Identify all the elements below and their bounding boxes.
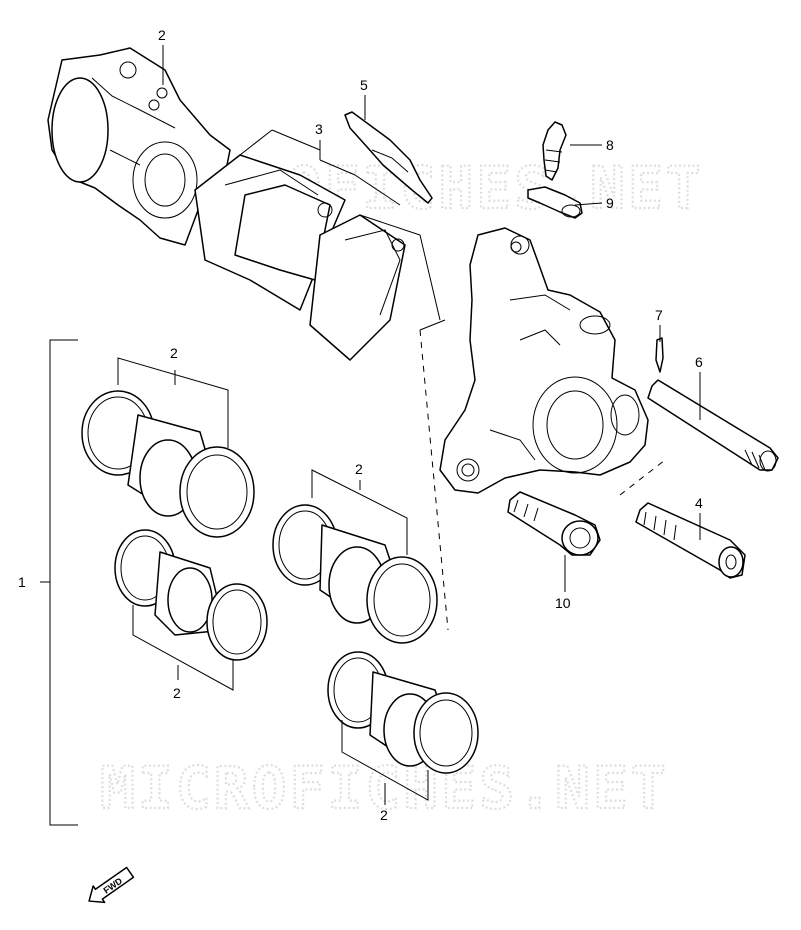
callout-7: 7 bbox=[655, 307, 663, 323]
callout-4: 4 bbox=[695, 495, 703, 511]
fwd-direction-arrow: FWD bbox=[88, 866, 135, 904]
callout-2-bottom: 2 bbox=[380, 807, 388, 823]
mounting-bolt bbox=[635, 502, 746, 579]
retaining-clip-pin bbox=[655, 337, 664, 373]
callout-6: 6 bbox=[695, 354, 703, 370]
callout-8: 8 bbox=[606, 137, 614, 153]
callout-2-caliper: 2 bbox=[158, 27, 166, 43]
callout-1: 1 bbox=[18, 574, 26, 590]
pad-spring bbox=[344, 111, 433, 204]
bleeder-cap bbox=[527, 186, 583, 219]
watermark-bottom: MICROFICHES.NET bbox=[100, 754, 669, 822]
caliper-outer-half bbox=[47, 47, 231, 246]
bleeder-valve bbox=[542, 121, 567, 181]
piston-seal-set-lower-left bbox=[114, 529, 268, 661]
callout-2-center: 2 bbox=[355, 461, 363, 477]
pad-pin bbox=[647, 379, 779, 472]
callout-2-upper-left: 2 bbox=[170, 345, 178, 361]
caliper-inner-half bbox=[439, 227, 649, 494]
caliper-bolt bbox=[507, 491, 601, 556]
callout-9: 9 bbox=[606, 195, 614, 211]
piston-seal-set-bottom bbox=[327, 651, 479, 774]
callout-2-lower-left: 2 bbox=[173, 685, 181, 701]
piston-seal-set-upper-left bbox=[81, 390, 255, 538]
callout-3: 3 bbox=[315, 121, 323, 137]
callout-5: 5 bbox=[360, 77, 368, 93]
callout-10: 10 bbox=[555, 595, 571, 611]
brake-pad-set bbox=[194, 154, 446, 361]
piston-seal-set-center bbox=[272, 504, 438, 644]
